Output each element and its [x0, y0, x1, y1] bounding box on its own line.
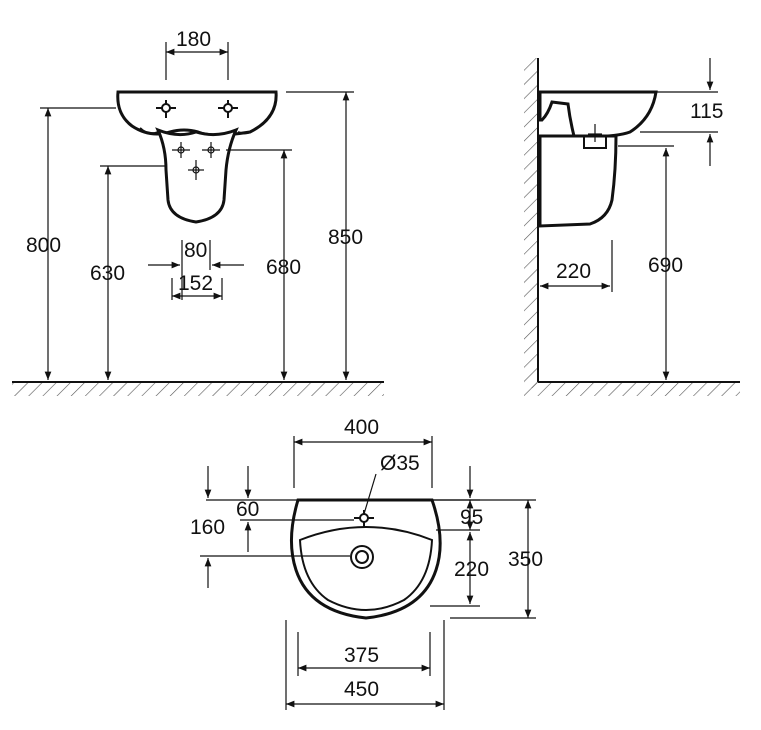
pedestal-front — [155, 127, 239, 224]
dim-basin-depth: 115 — [690, 100, 723, 123]
basin-top-outer — [289, 498, 442, 620]
dim-tap-to-waste: 160 — [190, 516, 225, 539]
floor-hatch-side — [524, 382, 740, 396]
dim-base-width: 450 — [344, 678, 379, 701]
dim-height-690: 690 — [648, 254, 683, 277]
dim-tap-offset: 60 — [236, 498, 259, 521]
dim-tap-spacing: 180 — [176, 28, 211, 51]
dim-wall-projection: 220 — [556, 260, 591, 283]
basin-top-bowl — [298, 526, 434, 611]
basin-front — [116, 90, 278, 137]
dim-height-850: 850 — [328, 226, 363, 249]
top-view: 400 Ø35 60 160 95 220 350 375 — [190, 416, 543, 710]
waste-outlet — [350, 545, 374, 569]
side-view: 115 220 690 — [524, 58, 740, 396]
dim-height-680: 680 — [266, 256, 301, 279]
dim-tap-to-waste-front: 220 — [454, 558, 489, 581]
dim-bowl-width: 375 — [344, 644, 379, 667]
basin-side — [538, 90, 658, 138]
dim-waste-80: 80 — [184, 239, 207, 262]
front-view: 180 800 630 80 152 680 850 — [12, 28, 384, 396]
dim-overall-width: 400 — [344, 416, 379, 439]
dim-tap-hole: Ø35 — [380, 452, 420, 475]
dim-overall-depth: 350 — [508, 548, 543, 571]
dim-height-630: 630 — [90, 262, 125, 285]
wall-hatch — [524, 58, 538, 388]
dim-waste-152: 152 — [178, 272, 213, 295]
dim-height-800: 800 — [26, 234, 61, 257]
dim-rim-to-tap: 95 — [460, 506, 483, 529]
floor-hatch-front — [12, 382, 384, 396]
pedestal-side — [538, 134, 618, 228]
